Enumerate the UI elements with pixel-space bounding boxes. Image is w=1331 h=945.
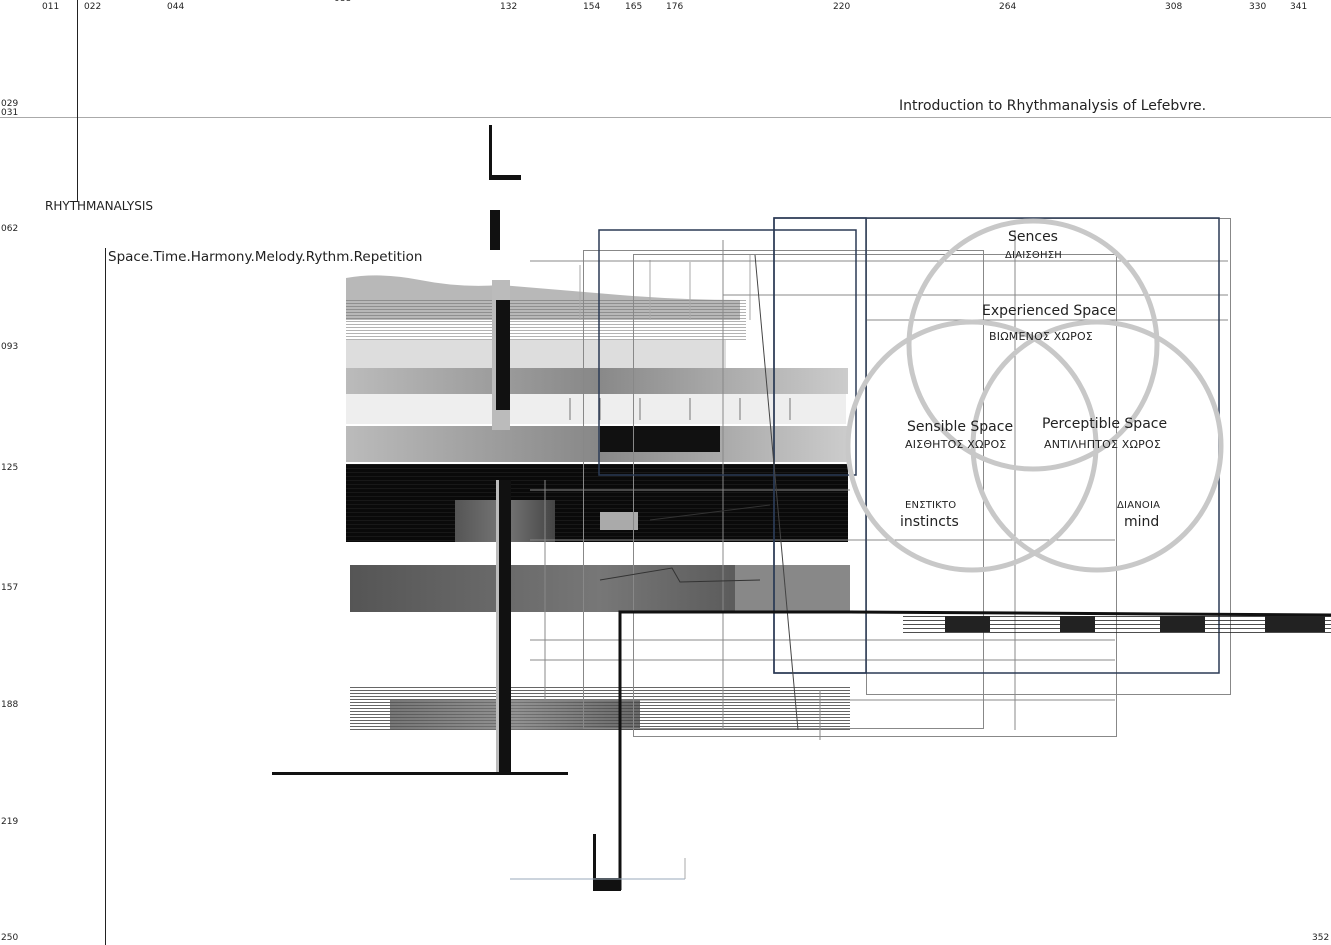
ruler-tick: 341 xyxy=(1290,2,1308,12)
ruler-tick: 062 xyxy=(1,224,19,234)
thick-line xyxy=(618,610,1331,890)
sensible-space-greek: ΑΙΣΘΗΤΟΣ ΧΩΡΟΣ xyxy=(905,438,1007,451)
ruler-tick: 220 xyxy=(833,2,851,12)
ruler-tick: 165 xyxy=(625,2,643,12)
ruler-tick: 031 xyxy=(1,108,19,118)
perceptible-space-label: Perceptible Space xyxy=(1042,416,1168,432)
ruler-tick: 125 xyxy=(1,463,19,473)
senses-label: Sences xyxy=(1008,229,1058,245)
barcode-strip xyxy=(903,616,1331,634)
ruler-tick: 352 xyxy=(1312,933,1330,943)
experienced-space-label: Experienced Space xyxy=(982,303,1117,319)
texture-band xyxy=(346,426,848,462)
ruler-tick: 022 xyxy=(84,2,102,12)
instincts-label: instincts xyxy=(900,514,959,530)
section-heading: RHYTHMANALYSIS xyxy=(45,199,153,213)
ruler-tick: 011 xyxy=(42,2,60,12)
ruler-tick: 154 xyxy=(583,2,601,12)
ruler-tick: 088 xyxy=(334,0,351,4)
texture-band xyxy=(600,426,720,452)
ruler-tick: 093 xyxy=(1,342,19,352)
ruler-tick: 132 xyxy=(500,2,518,12)
circle-perceptible xyxy=(970,319,1224,573)
landscape-image xyxy=(346,255,848,424)
instincts-greek: ΕΝΣΤΙΚΤΟ xyxy=(905,500,957,511)
section-subtitle: Space.Time.Harmony.Melody.Rythm.Repetiti… xyxy=(108,249,423,265)
ruler-tick: 157 xyxy=(1,583,19,593)
grid-lines xyxy=(530,218,1231,740)
mind-greek: ΔΙΑΝΟΙΑ xyxy=(1117,500,1161,511)
ruler-tick: 330 xyxy=(1249,2,1267,12)
perceptible-space-greek: ΑΝΤΙΛΗΠΤΟΣ ΧΩΡΟΣ xyxy=(1044,438,1161,451)
venn-circles xyxy=(845,218,1224,573)
page-title: Introduction to Rhythmanalysis of Lefebv… xyxy=(899,98,1207,114)
experienced-space-greek: ΒΙΩΜΕΝΟΣ ΧΩΡΟΣ xyxy=(989,330,1093,343)
circle-senses xyxy=(906,218,1160,472)
ruler-tick: 188 xyxy=(1,700,19,710)
ruler-tick: 250 xyxy=(1,933,19,943)
ruler-tick: 176 xyxy=(666,2,684,12)
ruler-tick: 219 xyxy=(1,817,19,827)
senses-greek: ΔΙΑΙΣΘΗΣΗ xyxy=(1005,250,1062,261)
diagonal-line xyxy=(754,254,799,731)
circle-sensible xyxy=(845,319,1099,573)
ruler-tick: 264 xyxy=(999,2,1017,12)
ruler-tick: 044 xyxy=(167,2,185,12)
ruler-tick: 029 xyxy=(1,99,19,109)
mind-label: mind xyxy=(1124,514,1160,530)
vertical-spine xyxy=(272,125,568,775)
sensible-space-label: Sensible Space xyxy=(907,419,1014,435)
ruler-tick: 308 xyxy=(1165,2,1183,12)
